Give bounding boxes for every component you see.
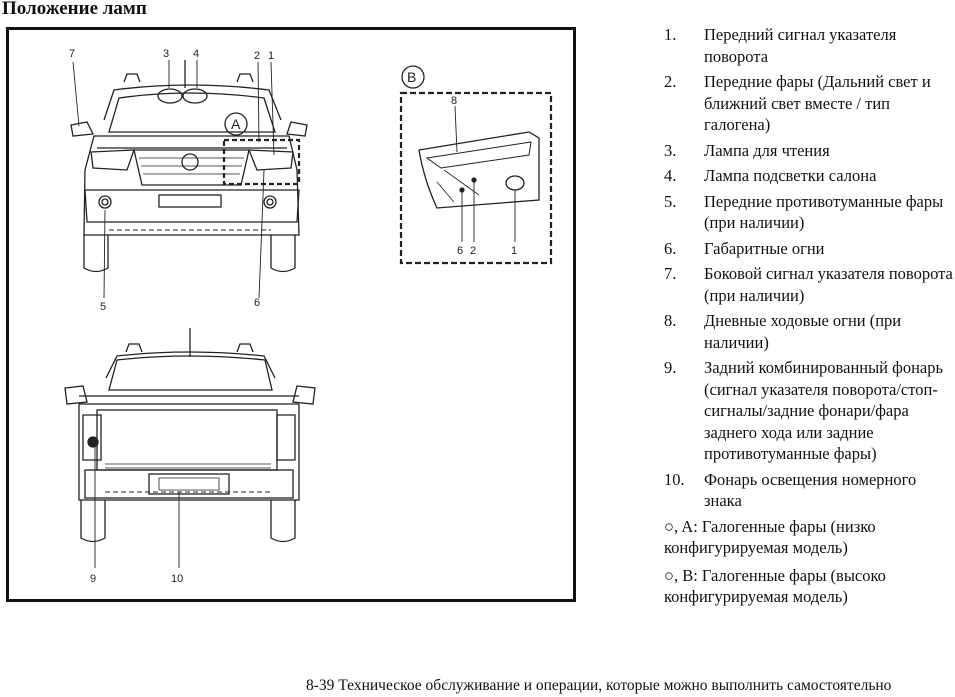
- legend-text: Лампа для чтения: [704, 140, 830, 160]
- legend-item: 3. Лампа для чтения: [664, 140, 954, 162]
- inset-headlamp-detail: [399, 65, 553, 265]
- legend-number: 10.: [664, 469, 685, 489]
- legend-text: Боковой сигнал указателя поворота (при н…: [704, 264, 953, 305]
- callout-7: 7: [69, 48, 75, 60]
- legend-number: 4.: [664, 166, 677, 185]
- left-headlight: [90, 149, 135, 171]
- callout-3: 3: [163, 48, 169, 60]
- rear-view-truck: [64, 328, 316, 568]
- callout-8: 8: [451, 95, 457, 107]
- callout-4: 4: [193, 48, 199, 60]
- callout-inset-6: 6: [457, 245, 463, 257]
- legend-text: Передние противотуманные фары (при налич…: [704, 191, 944, 233]
- legend-item: 9. Задний комбинированный фонарь (сигнал…: [664, 357, 954, 465]
- vehicle-diagram: 7 3 4 2 1 5 6 A B 8 6 2 1 9 10: [64, 48, 553, 585]
- legend-text: Передний сигнал указателя поворота: [704, 25, 897, 66]
- legend-item: 7. Боковой сигнал указателя поворота (пр…: [664, 263, 954, 306]
- legend-number: 2.: [664, 72, 677, 91]
- right-mirror: [286, 121, 308, 137]
- legend-item: 8. Дневные ходовые огни (при наличии): [664, 310, 954, 353]
- legend-text: Передние фары (Дальний свет и ближний св…: [704, 72, 931, 134]
- legend-number: 3.: [664, 140, 677, 160]
- legend-number: 5.: [664, 191, 677, 211]
- page-footer: 8-39 Техническое обслуживание и операции…: [306, 677, 892, 694]
- front-view-truck: [70, 60, 308, 299]
- left-tail-lamp: [82, 414, 102, 461]
- legend-item: 5. Передние противотуманные фары (при на…: [664, 191, 954, 234]
- callout-inset-2: 2: [470, 245, 476, 257]
- callout-10: 10: [171, 573, 183, 585]
- legend-item: 2. Передние фары (Дальний свет и ближний…: [664, 71, 954, 136]
- legend-item: 4. Лампа подсветки салона: [664, 165, 954, 187]
- callout-5: 5: [100, 301, 106, 313]
- right-fog-lamp: [263, 195, 277, 209]
- lamp-legend: 1. Передний сигнал указателя поворота 2.…: [664, 24, 954, 614]
- front-grille: [133, 149, 250, 186]
- legend-note: ○, B: Галогенные фары (высоко конфигурир…: [664, 565, 886, 607]
- legend-text: Лампа подсветки салона: [704, 166, 877, 185]
- legend-item: 1. Передний сигнал указателя поворота: [664, 24, 954, 67]
- left-mirror: [70, 121, 95, 137]
- headlamp-unit: [418, 131, 540, 209]
- legend-number: 7.: [664, 264, 677, 283]
- marker-A: A: [231, 116, 241, 132]
- legend-note: ○, A: Галогенные фары (низко конфигуриру…: [664, 516, 876, 558]
- legend-number: 8.: [664, 311, 677, 330]
- callout-1: 1: [268, 50, 274, 62]
- callout-2: 2: [254, 50, 260, 62]
- legend-text: Дневные ходовые огни (при наличии): [704, 311, 902, 352]
- legend-item: 10. Фонарь освещения номерного знака: [664, 469, 954, 512]
- legend-text: Фонарь освещения номерного знака: [704, 469, 917, 511]
- callout-6: 6: [254, 297, 260, 309]
- legend-text: Габаритные огни: [704, 238, 825, 258]
- right-headlight: [248, 149, 294, 171]
- page-title: Положение ламп: [2, 0, 147, 19]
- callout-inset-1: 1: [511, 245, 517, 257]
- legend-number: 1.: [664, 25, 677, 44]
- left-fog-lamp: [98, 195, 112, 209]
- legend-text: Задний комбинированный фонарь (сигнал ук…: [704, 358, 944, 463]
- callout-9: 9: [90, 573, 96, 585]
- inset-label-B: B: [407, 69, 416, 85]
- legend-number: 6.: [664, 238, 677, 258]
- legend-number: 9.: [664, 358, 677, 377]
- legend-item: 6. Габаритные огни: [664, 238, 954, 260]
- lamp-location-figure: 7 3 4 2 1 5 6 A B 8 6 2 1 9 10: [6, 27, 576, 602]
